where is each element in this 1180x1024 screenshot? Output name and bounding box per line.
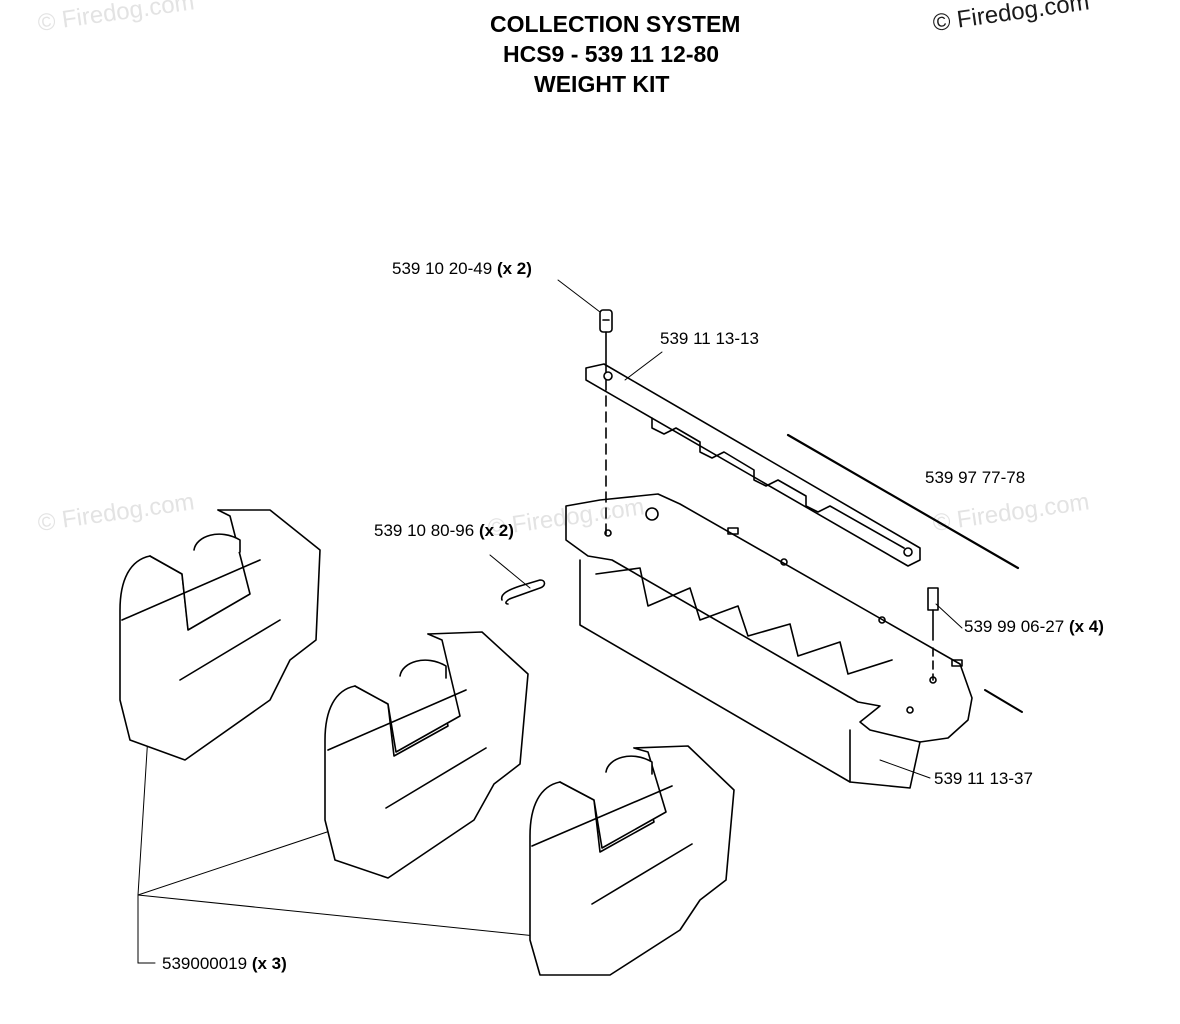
diagram-subtitle: WEIGHT KIT [534,71,670,97]
rod-part [786,433,1020,570]
tray-part [565,493,973,789]
callout-539-97-77-78: 539 97 77-78 [925,468,1025,488]
callout-539-10-20-49: 539 10 20-49 (x 2) [392,259,532,279]
rod-end [984,689,1023,713]
part-number: 539 10 80-96 [374,521,475,540]
callout-539000019: 539000019 (x 3) [162,954,287,974]
diagram-model-number: HCS9 - 539 11 12-80 [503,41,720,67]
callout-539-10-80-96: 539 10 80-96 (x 2) [374,521,514,541]
bolt-part [927,587,939,681]
bracket-bar [585,363,921,567]
part-number: 539 97 77-78 [925,468,1026,487]
weight-block [529,745,735,976]
diagram-title: COLLECTION SYSTEM [490,11,741,37]
callout-539-11-13-13: 539 11 13-13 [660,329,759,349]
callout-539-11-13-37: 539 11 13-37 [934,769,1033,789]
part-number: 539 99 06-27 [964,617,1065,636]
part-quantity: (x 2) [496,259,532,278]
pin-part [500,579,546,605]
part-number: 539 11 13-37 [934,769,1033,788]
part-quantity: (x 2) [478,521,514,540]
callout-539-99-06-27: 539 99 06-27 (x 4) [964,617,1104,637]
part-quantity: (x 3) [251,954,287,973]
part-number: 539 10 20-49 [392,259,493,278]
weight-block [324,631,529,879]
part-quantity: (x 4) [1068,617,1104,636]
part-number: 539 11 13-13 [660,329,759,348]
leader-lines [137,279,963,964]
part-number: 539000019 [162,954,248,973]
weight-block [119,509,321,761]
bolt-part [599,309,613,536]
